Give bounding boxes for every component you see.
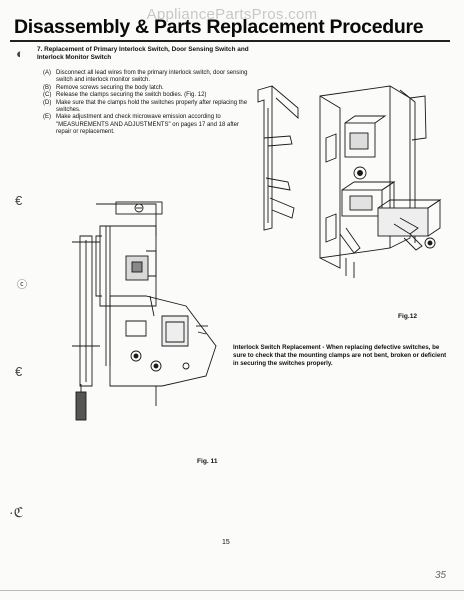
- page-title: Disassembly & Parts Replacement Procedur…: [14, 16, 424, 38]
- corner-mark: 35: [435, 570, 447, 581]
- step-item: (C) Release the clamps securing the switc…: [43, 92, 251, 99]
- step-label: (E): [43, 114, 51, 121]
- binder-hole-icon: ⓒ: [17, 280, 27, 291]
- step-text: Release the clamps securing the switch b…: [56, 92, 207, 99]
- note-text: - When replacing defective switches, be …: [233, 344, 447, 367]
- step-text: Remove screws securing the body latch.: [56, 84, 164, 91]
- step-label: (D): [43, 99, 52, 106]
- fig11-label: Fig. 11: [197, 458, 218, 465]
- binder-hole-icon: ◐: [16, 46, 24, 61]
- fig11-illustration: [72, 201, 217, 421]
- step-item: (D) Make sure that the clamps hold the sw…: [43, 100, 251, 115]
- step-label: (B): [43, 84, 51, 91]
- page-number: 15: [222, 539, 230, 546]
- binder-hole-icon: €: [15, 364, 23, 379]
- step-label: (A): [43, 70, 51, 76]
- watermark: AppliancePartsPros.com: [146, 6, 318, 23]
- step-heading: 7. Replacement of Primary Interlock Swit…: [37, 46, 249, 61]
- step-label: (C): [43, 92, 52, 99]
- interlock-note: Interlock Switch Replacement - When repl…: [233, 344, 453, 368]
- step-item: (B) Remove screws securing the body latch…: [43, 85, 251, 92]
- fig12-label: Fig.12: [398, 313, 418, 320]
- binder-hole-icon: ·ℭ: [9, 504, 24, 520]
- title-rule: [10, 40, 450, 42]
- step-text: Disconnect all lead wires from the prima…: [56, 70, 248, 84]
- step-list: (A) Disconnect all lead wires from the pr…: [43, 70, 251, 137]
- step-item: (E) Make adjustment and check microwave e…: [43, 114, 251, 136]
- bottom-edge: [0, 590, 464, 591]
- binder-hole-icon: €: [15, 193, 23, 208]
- note-heading: Interlock Switch Replacement: [233, 344, 321, 351]
- step-text: Make sure that the clamps hold the switc…: [56, 99, 248, 114]
- fig12-illustration: [257, 85, 442, 278]
- step-text: Make adjustment and check microwave emis…: [56, 114, 239, 136]
- step-item: (A) Disconnect all lead wires from the pr…: [43, 70, 251, 85]
